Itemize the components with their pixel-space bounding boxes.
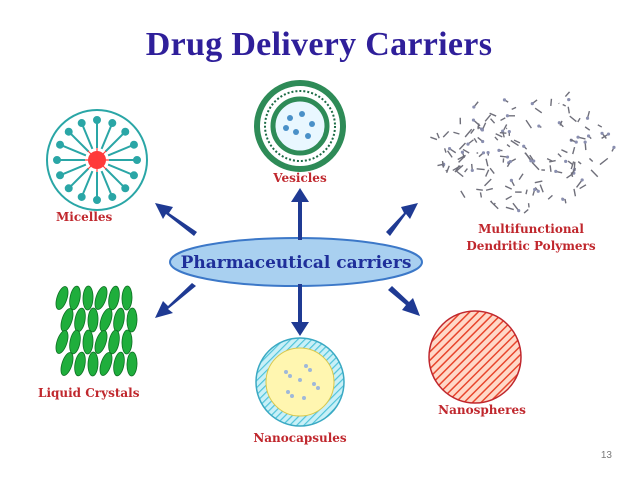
nanosphere-illustration bbox=[428, 310, 522, 404]
label-vesicles: Vesicles bbox=[272, 171, 327, 185]
arrows bbox=[155, 188, 420, 336]
micelle-illustration bbox=[46, 109, 148, 211]
vesicle-illustration bbox=[254, 80, 346, 172]
label-micelles: Micelles bbox=[56, 210, 113, 224]
label-nanospheres: Nanospheres bbox=[438, 403, 526, 417]
label-nanocapsules: Nanocapsules bbox=[253, 431, 347, 445]
nanocapsule-illustration bbox=[255, 337, 345, 427]
label-dendritic-polymers-line1: Multifunctional bbox=[478, 222, 584, 236]
liquid-crystal-illustration bbox=[55, 285, 138, 377]
dendritic-polymer-illustration bbox=[430, 91, 616, 214]
arrow-to-liquid-crystals bbox=[155, 283, 196, 318]
page-number: 13 bbox=[600, 450, 612, 461]
label-dendritic-polymers-line2: Dendritic Polymers bbox=[466, 239, 596, 253]
slide-title: Drug Delivery Carriers bbox=[145, 26, 493, 63]
arrow-to-nanospheres bbox=[388, 286, 420, 316]
arrow-to-vesicles bbox=[291, 188, 309, 240]
center-node: Pharmaceutical carriers bbox=[169, 237, 423, 287]
arrow-to-nanocapsules bbox=[291, 284, 309, 336]
center-label: Pharmaceutical carriers bbox=[181, 253, 412, 273]
arrow-to-micelles bbox=[155, 203, 197, 236]
label-liquid-crystals: Liquid Crystals bbox=[38, 386, 140, 400]
center-ellipse bbox=[169, 237, 423, 287]
arrow-to-dendritic-polymers bbox=[386, 203, 418, 236]
